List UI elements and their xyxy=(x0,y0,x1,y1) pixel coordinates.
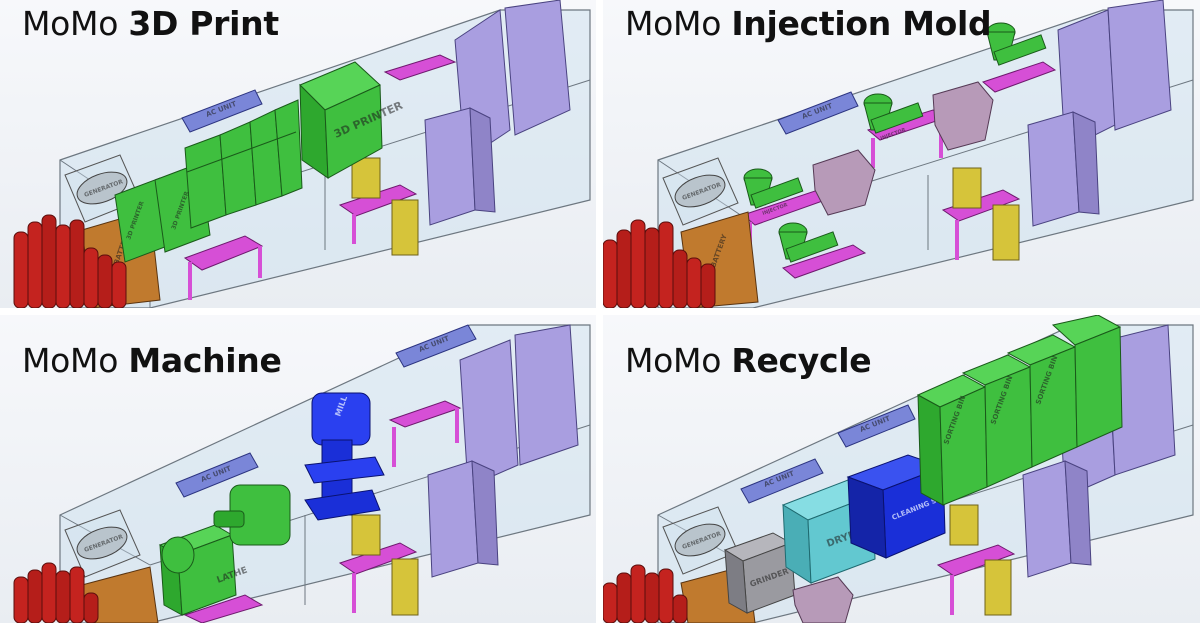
title-bold: Recycle xyxy=(731,341,872,380)
3d-printer-array: 3D PRINTER 3D PRINTER xyxy=(114,99,303,263)
grinder: GRINDER xyxy=(723,532,796,614)
chairs xyxy=(949,504,1012,616)
mill-machine: MILL xyxy=(304,392,385,521)
mold-bins xyxy=(812,81,994,216)
chairs xyxy=(952,167,1020,261)
panel-machine-scene: AC UNIT AC UNIT GENERATOR xyxy=(13,324,591,623)
panel-title: MoMo 3D Print xyxy=(22,4,279,43)
panel-machine: AC UNIT AC UNIT GENERATOR xyxy=(0,315,596,623)
gas-tanks xyxy=(13,214,127,308)
panel-3d-print: AC UNIT GENERATOR BATTERY xyxy=(0,0,596,308)
storage-shelves xyxy=(427,324,579,578)
large-3d-printer: 3D PRINTER xyxy=(299,61,405,179)
mold-bin xyxy=(792,576,854,623)
storage-shelves xyxy=(424,0,571,226)
title-bold: 3D Print xyxy=(128,4,279,43)
generator: GENERATOR xyxy=(662,157,739,226)
panel-title: MoMo Recycle xyxy=(625,341,872,380)
chairs xyxy=(351,157,419,256)
title-bold: Machine xyxy=(128,341,282,380)
work-tables xyxy=(183,400,462,623)
panel-title: MoMo Machine xyxy=(22,341,282,380)
panel-recycle: AC UNIT AC UNIT GENERATOR xyxy=(603,315,1200,623)
chairs xyxy=(351,514,419,616)
title-prefix: MoMo xyxy=(625,341,722,380)
sorting-bins: SORTING BIN SORTING BIN SORTING BIN xyxy=(916,315,1123,506)
work-tables xyxy=(936,544,1016,615)
title-prefix: MoMo xyxy=(22,4,119,43)
injector-machines: INJECTOR INJECTOR xyxy=(743,22,1047,263)
gas-tanks xyxy=(13,562,99,623)
work-tables xyxy=(183,54,457,300)
generator: GENERATOR xyxy=(64,509,141,578)
panel-recycle-scene: AC UNIT AC UNIT GENERATOR xyxy=(603,315,1194,623)
title-prefix: MoMo xyxy=(625,4,722,43)
gas-tanks xyxy=(603,219,716,308)
panel-3d-print-scene: AC UNIT GENERATOR BATTERY xyxy=(13,0,591,308)
title-prefix: MoMo xyxy=(22,341,119,380)
work-tables xyxy=(741,61,1057,279)
panel-injection-mold: AC UNIT GENERATOR BATTERY xyxy=(603,0,1200,308)
panel-title: MoMo Injection Mold xyxy=(625,4,992,43)
gas-tanks xyxy=(603,564,688,623)
lathe-machine: LATHE xyxy=(158,484,291,616)
panel-injection-mold-scene: AC UNIT GENERATOR BATTERY xyxy=(603,0,1194,308)
title-bold: Injection Mold xyxy=(731,4,992,43)
storage-shelves xyxy=(1027,0,1172,227)
